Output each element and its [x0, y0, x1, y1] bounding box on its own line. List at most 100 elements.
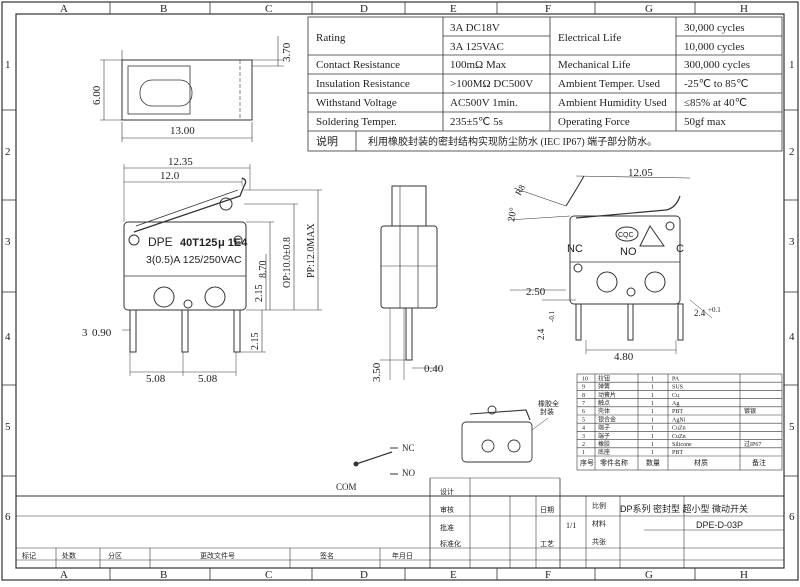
top-dim-height: 6.00	[91, 85, 103, 105]
spec-solder-label: Soldering Temper.	[316, 116, 397, 128]
parts-cell-no: 4	[582, 426, 585, 432]
spec-humidity-value: ≤85% at 40℃	[684, 97, 747, 109]
spec-rating-ac: 3A 125VAC	[450, 41, 504, 53]
parts-header-qty: 数量	[646, 458, 660, 467]
grid-row-left-4: 4	[5, 331, 11, 343]
title-bottom-1: 处数	[62, 551, 76, 560]
symbol-com: COM	[336, 482, 357, 492]
front-dim-090: 0.90	[92, 327, 112, 339]
parts-cell-qty: 1	[651, 385, 654, 391]
grid-col-bottom-E: E	[450, 569, 457, 581]
grid-row-left-2: 2	[5, 146, 11, 158]
side-dim-350: 3.50	[371, 362, 383, 382]
right-label-c: C	[676, 243, 684, 255]
parts-cell-material: SUS	[672, 385, 683, 391]
grid-col-bottom-F: F	[545, 569, 551, 581]
spec-mech-life-label: Mechanical Life	[558, 59, 630, 71]
parts-cell-name: 壳体	[598, 407, 610, 415]
spec-ambient-temp-value: -25℃ to 85℃	[684, 78, 748, 90]
side-view	[380, 185, 440, 380]
parts-cell-name: 弹簧	[598, 383, 610, 391]
spec-note-text: 利用橡胶封装的密封结构实现防尘防水 (IEC IP67) 端子部分防水。	[368, 135, 657, 148]
parts-header-note: 备注	[752, 458, 766, 467]
top-view	[100, 36, 284, 142]
parts-cell-qty: 1	[651, 376, 654, 382]
parts-cell-qty: 1	[651, 450, 654, 456]
parts-cell-no: 9	[582, 385, 585, 391]
right-dim-20: 20°	[506, 207, 519, 223]
parts-cell-qty: 1	[651, 417, 654, 423]
grid-col-top-E: E	[450, 3, 457, 15]
right-dim-250: 2.50	[526, 286, 546, 298]
parts-cell-qty: 1	[651, 434, 654, 440]
spec-force-value: 50gf max	[684, 116, 726, 128]
parts-header-no: 序号	[580, 458, 594, 467]
parts-cell-name: 银合金	[598, 415, 616, 423]
parts-header-material: 材质	[694, 458, 708, 467]
symbol-nc: NC	[402, 443, 415, 453]
parts-cell-no: 8	[582, 393, 585, 399]
grid-col-bottom-D: D	[360, 569, 368, 581]
grid-col-bottom-G: G	[645, 569, 653, 581]
parts-cell-material: PA	[672, 376, 680, 382]
title-block-material-label: 材料	[592, 519, 606, 528]
grid-col-bottom-B: B	[160, 569, 167, 581]
title-block-scale-label: 比例	[592, 501, 606, 510]
iso-label-1: 橡胶全	[538, 399, 559, 408]
grid-col-bottom-C: C	[265, 569, 272, 581]
iso-label-2: 封装	[540, 407, 554, 416]
right-dim-tol2: +0.1	[708, 306, 721, 314]
front-label-brand: DPE	[148, 235, 173, 249]
spec-insulation-label: Insulation Resistance	[316, 78, 410, 90]
spec-force-label: Operating Force	[558, 116, 630, 128]
grid-row-right-4: 4	[789, 331, 795, 343]
spec-solder-value: 235±5℃ 5s	[450, 116, 503, 128]
spec-contact-value: 100mΩ Max	[450, 59, 507, 71]
title-block-drawing-no: DPE-D-03P	[696, 520, 743, 530]
spec-humidity-label: Ambient Humidity Used	[558, 97, 667, 109]
front-dim-215b: 2.15	[250, 333, 261, 351]
title-bottom-3: 更改文件号	[200, 551, 235, 560]
right-dim-24b: 2.4	[694, 308, 706, 318]
parts-cell-name: 动簧片	[598, 391, 616, 399]
right-dim-r: R8	[513, 182, 527, 197]
spec-contact-label: Contact Resistance	[316, 59, 400, 71]
grid-row-right-5: 5	[789, 421, 795, 433]
grid-col-top-G: G	[645, 3, 653, 15]
front-label-life: μ 1E4	[218, 237, 248, 249]
spec-withstand-value: AC500V 1min.	[450, 97, 518, 109]
front-dim-508a: 5.08	[146, 373, 166, 385]
right-dim-480: 4.80	[614, 351, 634, 363]
parts-cell-no: 2	[582, 442, 585, 448]
parts-cell-material: CuZn	[672, 426, 686, 432]
right-dim-1205: 12.05	[628, 167, 653, 179]
front-dim-215a: 2.15	[254, 285, 265, 303]
spec-note-label: 说明	[316, 134, 338, 148]
title-block-sheet-label: 共张	[592, 537, 606, 546]
parts-header: 序号零件名称数量材质备注	[580, 458, 766, 467]
front-dim-op: OP:10.0±0.8	[282, 237, 293, 288]
parts-cell-qty: 1	[651, 426, 654, 432]
front-dim-870: 8.70	[258, 261, 269, 279]
spec-ambient-temp-label: Ambient Temper. Used	[558, 78, 660, 90]
parts-cell-no: 3	[582, 434, 585, 440]
front-dim-3: 3	[82, 327, 88, 339]
grid-col-top-C: C	[265, 3, 272, 15]
spec-mech-life-value: 300,000 cycles	[684, 59, 750, 71]
grid-col-top-F: F	[545, 3, 551, 15]
side-dim-040: 0.40	[424, 363, 444, 375]
parts-cell-note: 镀银	[744, 407, 756, 415]
right-dim-24a: 2.4	[536, 328, 546, 340]
iso-view	[461, 405, 549, 463]
